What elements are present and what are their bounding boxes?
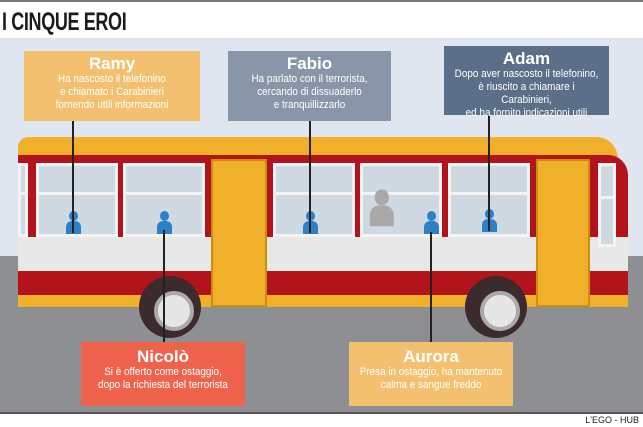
hero-card-ramy: Ramy Ha nascosto il telefonino e chiamat… <box>24 51 200 121</box>
hero-desc-line: Si è offerto come ostaggio, <box>104 366 222 378</box>
connector-fabio <box>309 121 311 233</box>
hero-desc-line: ed ha fornito indicazioni utili <box>465 107 588 119</box>
hero-card-fabio: Fabio Ha parlato con il terrorista, cerc… <box>228 51 391 121</box>
hero-desc-line: fornendo utili informazioni <box>55 99 169 111</box>
hero-name: Nicolò <box>137 347 189 366</box>
hero-desc-line: e chiamato i Carabinieri <box>59 86 165 98</box>
hero-desc-line: cercando di dissuaderlo <box>257 86 362 98</box>
connector-adam <box>488 115 490 231</box>
bus-wheel-front-icon <box>139 276 201 338</box>
bus-white-band <box>18 237 628 271</box>
hero-desc-line: è riuscito a chiamare i Carabinieri, <box>478 81 575 106</box>
bus-door-rear <box>536 159 590 307</box>
page-title: I CINQUE EROI <box>2 8 127 36</box>
hero-name: Ramy <box>88 54 136 73</box>
bus-windshield <box>598 163 616 247</box>
driver-icon <box>369 189 394 227</box>
passenger-nicolo-icon <box>157 211 172 234</box>
hero-desc-line: Ha parlato con il terrorista, <box>251 73 368 85</box>
hero-name: Adam <box>502 49 551 68</box>
bus-roof <box>18 137 618 159</box>
bus-window <box>18 163 28 237</box>
hero-card-nicolo: Nicolò Si è offerto come ostaggio, dopo … <box>81 342 245 406</box>
bottom-rule <box>0 412 643 414</box>
hero-desc-line: Presa in ostaggio, ha mantenuto <box>359 366 503 378</box>
hero-desc-line: Ha nascosto il telefonino <box>58 73 166 85</box>
hero-desc-line: Dopo aver nascosto il telefonino, <box>454 68 599 80</box>
hero-name: Fabio <box>286 54 333 73</box>
bus-wheel-rear-icon <box>465 276 527 338</box>
hero-desc-line: calma e sangue freddo <box>380 379 482 391</box>
hero-name: Aurora <box>403 347 459 366</box>
bus-door-front <box>211 159 267 307</box>
connector-nicolo <box>163 230 165 342</box>
top-rule <box>0 0 643 2</box>
credit: L'EGO - HUB <box>585 415 639 425</box>
hero-desc-line: dopo la richiesta del terrorista <box>98 379 228 391</box>
connector-aurora <box>430 232 432 342</box>
passenger-aurora-icon <box>424 211 439 234</box>
connector-ramy <box>72 121 74 233</box>
hero-desc-line: e tranquillizzarlo <box>273 99 346 111</box>
bus-window <box>36 163 118 237</box>
bus <box>18 137 636 337</box>
hero-card-aurora: Aurora Presa in ostaggio, ha mantenuto c… <box>349 342 513 406</box>
hero-card-adam: Adam Dopo aver nascosto il telefonino, è… <box>444 46 609 119</box>
